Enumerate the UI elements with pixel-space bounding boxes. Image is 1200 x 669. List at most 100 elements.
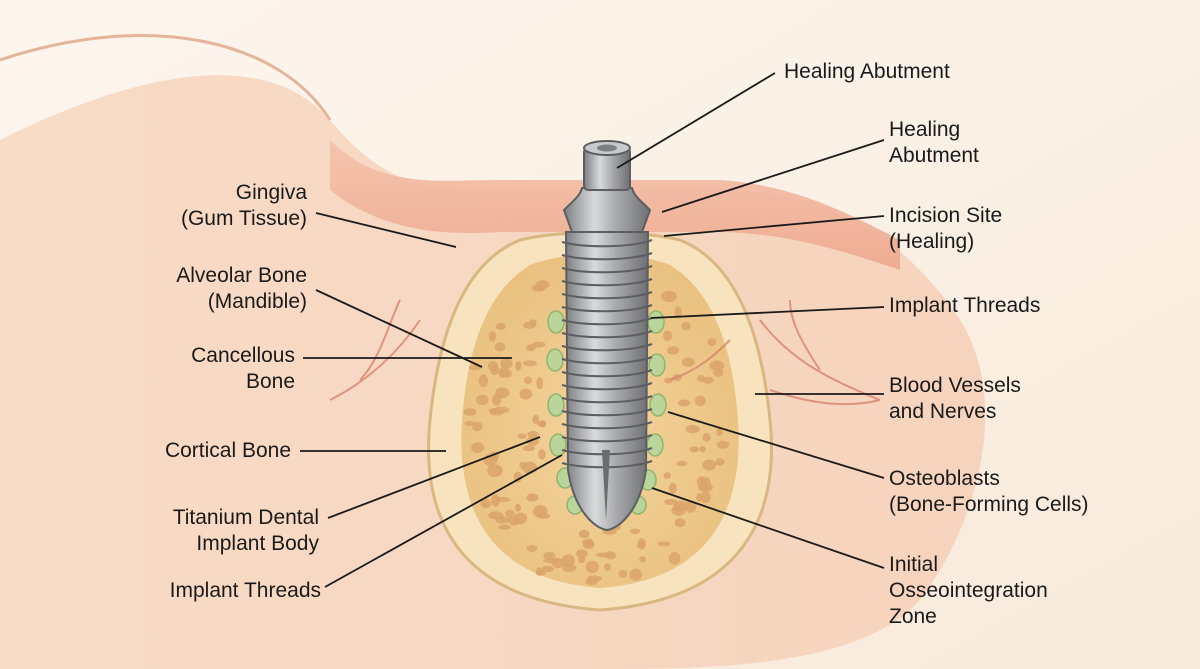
bone-pore — [488, 511, 504, 520]
bone-pore — [702, 459, 717, 471]
bone-pore — [700, 491, 711, 504]
label-osseointegration-zone: Initial Osseointegration Zone — [889, 553, 1048, 628]
bone-pore — [494, 342, 506, 352]
label-implant-threads-left: Implant Threads — [169, 579, 321, 602]
implant-thread-ridge — [561, 343, 653, 352]
bone-pore — [663, 330, 673, 342]
bone-pore — [519, 461, 527, 470]
bone-pore — [585, 560, 599, 574]
bone-pore — [526, 545, 538, 552]
bone-pore — [576, 549, 588, 559]
bone-pore — [698, 483, 713, 492]
bone-pore — [522, 360, 537, 367]
bone-pore — [463, 408, 477, 416]
bone-pore — [681, 322, 691, 331]
implant-thread-ridge — [561, 434, 653, 443]
label-osteoblasts: Osteoblasts (Bone-Forming Cells) — [889, 467, 1089, 516]
bone-pore — [480, 498, 492, 509]
bone-pore — [603, 563, 611, 571]
implant-thread-ridge — [561, 304, 653, 313]
bone-pore — [707, 338, 717, 347]
implant-thread-ridge — [561, 408, 653, 417]
bone-pore — [500, 358, 513, 369]
implant-thread-ridge — [561, 395, 653, 404]
bone-pore — [663, 472, 671, 479]
implant-thread-ridge — [561, 252, 653, 261]
bone-pore — [487, 464, 503, 477]
label-titanium-implant-body: Titanium Dental Implant Body — [172, 506, 319, 555]
implant-thread-ridge — [561, 421, 653, 430]
bone-pore — [517, 433, 527, 439]
bone-pore — [702, 376, 714, 384]
bone-pore — [535, 280, 550, 290]
bone-pore — [657, 541, 671, 547]
label-incision-site: Incision Site (Healing) — [889, 204, 1003, 253]
bone-pore — [595, 552, 612, 558]
bone-pore — [522, 445, 536, 452]
bone-pore — [515, 360, 522, 371]
implant-thread-ridge — [561, 356, 653, 365]
bone-pores — [463, 280, 730, 586]
bone-pore — [513, 512, 528, 525]
bone-pore — [495, 322, 506, 331]
bone-pore — [716, 427, 723, 437]
implant-body — [564, 231, 650, 532]
bone-pore — [636, 542, 646, 549]
implant — [561, 231, 653, 532]
bone-pore — [476, 394, 489, 405]
bone-pore — [533, 505, 548, 518]
bone-pore — [536, 377, 544, 390]
bone-pore — [674, 518, 686, 528]
bone-pore — [674, 306, 682, 319]
implant-thread-ridge — [561, 369, 653, 378]
bone-pore — [681, 357, 695, 367]
bone-pore — [699, 445, 706, 453]
bone-pore — [676, 460, 688, 467]
bone-pore — [535, 569, 546, 576]
bone-pore — [537, 421, 547, 427]
implant-thread-ridge — [561, 317, 653, 326]
label-cortical-bone: Cortical Bone — [164, 439, 291, 462]
bone-pore — [668, 482, 677, 494]
implant-thread-ridge — [561, 239, 653, 248]
bone-pore — [488, 330, 497, 342]
bone-pore — [543, 558, 559, 564]
bone-pore — [671, 505, 686, 516]
bone-pore — [577, 556, 586, 564]
bone-pore — [538, 449, 546, 460]
label-blood-vessels: Blood Vessels and Nerves — [889, 374, 1021, 423]
bone-pore — [715, 458, 725, 466]
bone-pore — [661, 290, 677, 302]
bone-pore — [543, 551, 556, 561]
leader-lines — [300, 72, 885, 588]
bone-pore — [629, 568, 643, 581]
label-gingiva: Gingiva (Gum Tissue) — [180, 181, 307, 230]
bone-pore — [578, 529, 590, 539]
implant-threads — [561, 239, 653, 469]
implant-thread-ridge — [561, 265, 653, 274]
bone-pore — [471, 442, 485, 453]
label-implant-threads-right: Implant Threads — [889, 294, 1041, 317]
bone-pore — [490, 365, 500, 376]
bone-pore — [532, 414, 540, 424]
bone-pore — [468, 364, 482, 371]
bone-pore — [678, 399, 691, 407]
implant-thread-ridge — [561, 382, 653, 391]
bone-pore — [519, 388, 533, 400]
bone-pore — [464, 421, 476, 426]
bone-pore — [702, 432, 711, 442]
bone-pore — [478, 374, 488, 388]
bone-pore — [561, 554, 575, 567]
label-cancellous-bone: Cancellous Bone — [191, 344, 295, 393]
bone-pore — [586, 575, 602, 582]
bone-pore — [488, 408, 499, 414]
jaw-outer-edge — [0, 34, 332, 121]
bone-pore — [716, 440, 730, 449]
label-healing-abutment-top: Healing Abutment — [784, 60, 950, 83]
bone-pore — [505, 509, 515, 518]
bone-pore — [586, 538, 594, 548]
bone-pore — [694, 395, 706, 407]
bone-pore — [664, 499, 678, 505]
